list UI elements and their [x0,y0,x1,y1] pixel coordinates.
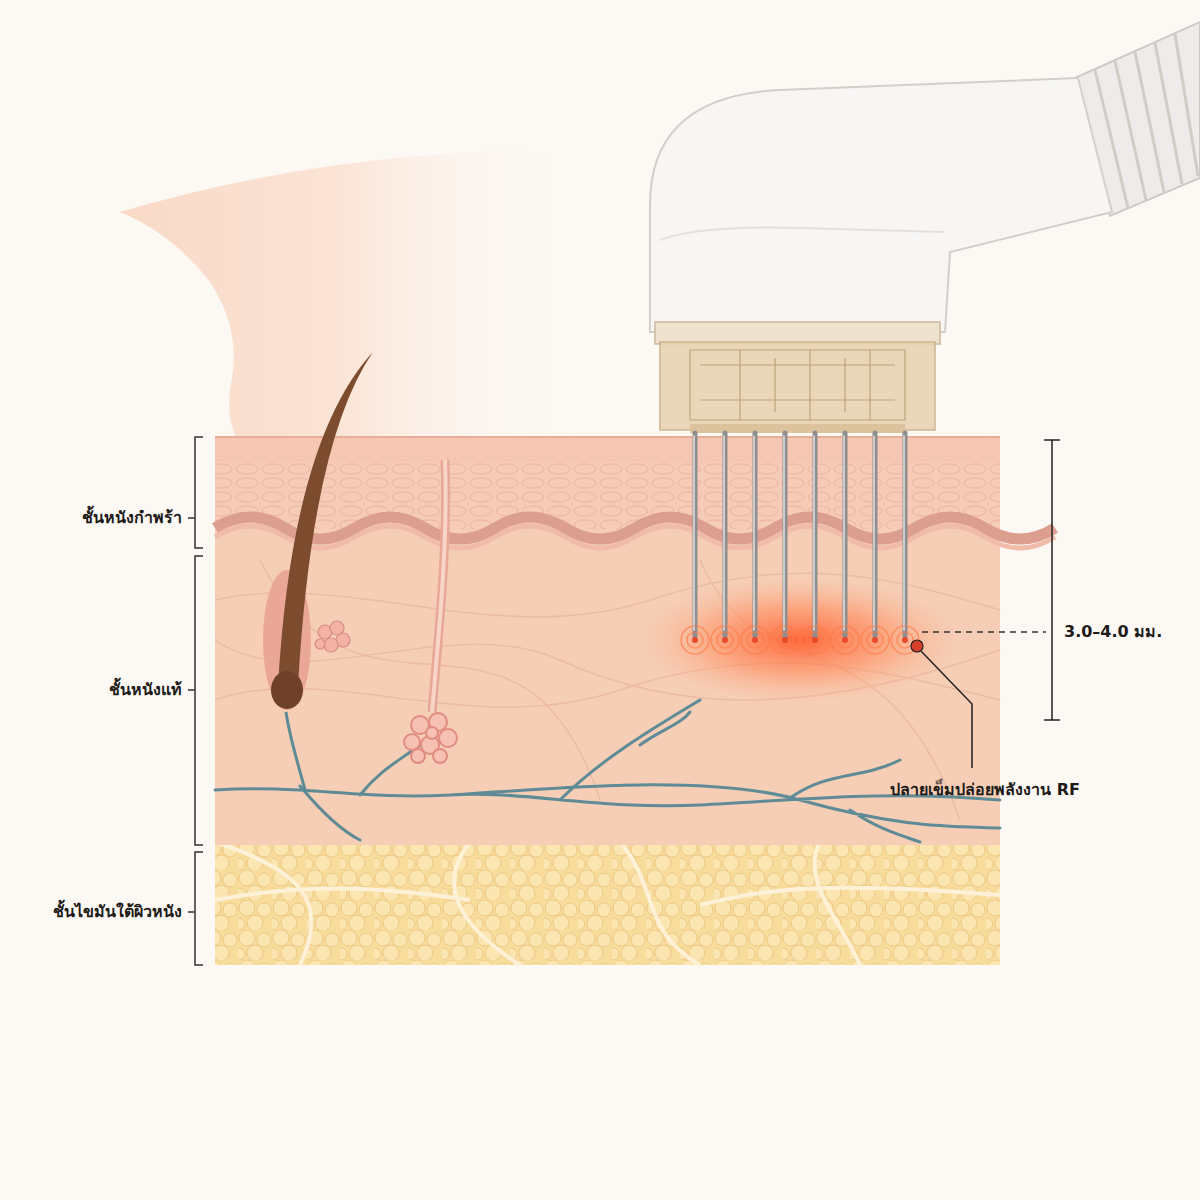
layer-label: ชั้นหนังกำพร้า [82,508,182,529]
layer-label: ชั้นไขมันใต้ผิวหนัง [53,902,182,923]
layer-label: ชั้นหนังแท้ [109,680,182,701]
dimension-label: 3.0–4.0 มม. [1064,622,1162,643]
leader-line [921,651,972,768]
hair-follicle [263,352,373,790]
dermis-layer [215,525,1000,845]
dimension-dashed-line [922,631,1046,633]
layer-brackets [188,437,203,965]
rf-heat-zone [640,578,960,702]
needle-tip-marker [911,640,923,652]
sweat-gland [404,460,457,763]
face-profile [120,150,560,440]
microneedles [681,433,919,654]
dimension-line [1044,440,1060,720]
rf-handpiece [650,22,1200,433]
callout-label: ปลายเข็มปล่อยพลังงาน RF [890,780,1080,801]
blood-vessels [215,700,1000,842]
fat-layer [215,842,1000,965]
epidermis-layer [215,437,1055,548]
